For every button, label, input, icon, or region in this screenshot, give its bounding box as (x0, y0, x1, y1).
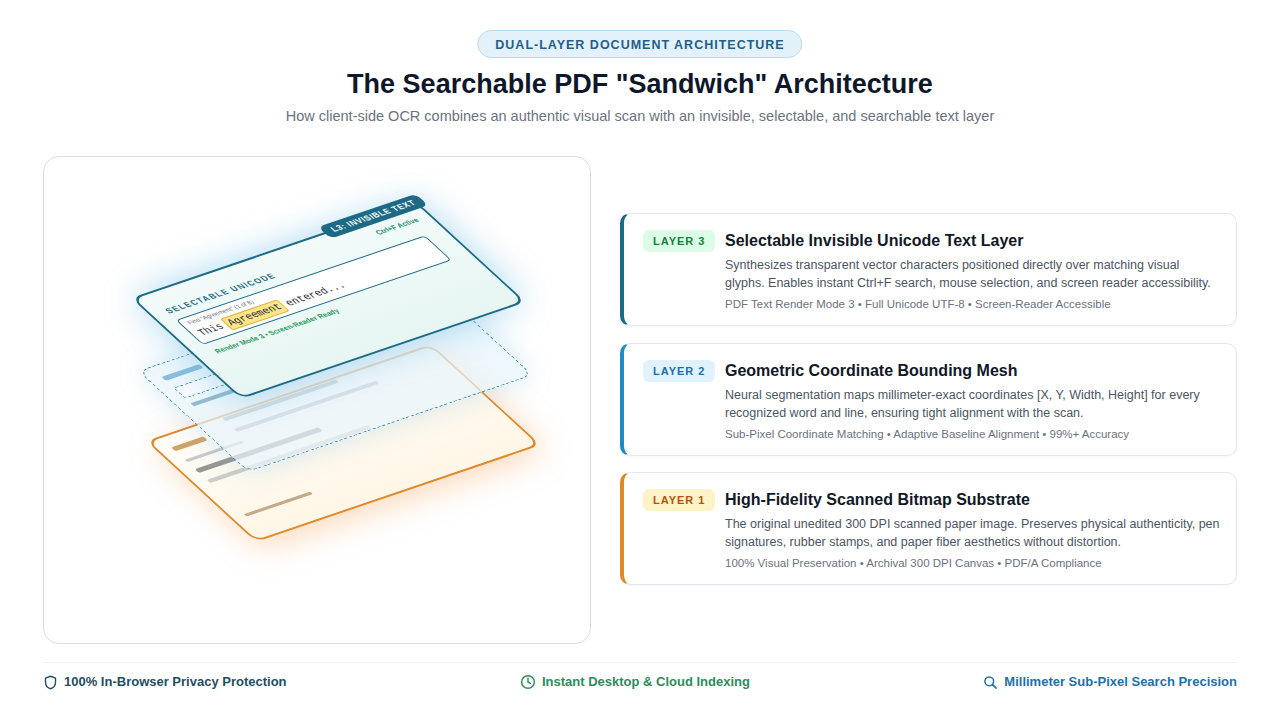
footer-divider (43, 662, 1237, 663)
layer-badge: LAYER 1 (643, 489, 715, 511)
layer-badge-text: LAYER 1 (653, 489, 705, 511)
layer-badge-text: LAYER 2 (653, 360, 705, 382)
card-meta: Sub-Pixel Coordinate Matching • Adaptive… (725, 426, 1222, 442)
card-body: The original unedited 300 DPI scanned pa… (725, 515, 1222, 551)
clock-icon (520, 674, 536, 690)
card-meta: PDF Text Render Mode 3 • Full Unicode UT… (725, 296, 1222, 312)
footer-row: 100% In-Browser Privacy Protection Insta… (43, 673, 1237, 691)
scan-word: entered... (282, 280, 350, 309)
footer-text: 100% In-Browser Privacy Protection (64, 673, 287, 691)
card-body: Neural segmentation maps millimeter-exac… (725, 386, 1222, 422)
subtitle-slot: How client-side OCR combines an authenti… (0, 106, 1280, 126)
footer-text: Millimeter Sub-Pixel Search Precision (1004, 673, 1237, 691)
search-icon (983, 675, 998, 690)
card-heading: High-Fidelity Scanned Bitmap Substrate (725, 490, 1222, 510)
card-heading: Selectable Invisible Unicode Text Layer (725, 231, 1222, 251)
card-meta: 100% Visual Preservation • Archival 300 … (725, 555, 1222, 571)
layer-badge-text: LAYER 3 (653, 230, 705, 252)
main-title: The Searchable PDF "Sandwich" Architectu… (0, 67, 1280, 101)
subtitle-text: How client-side OCR combines an authenti… (0, 106, 1280, 126)
layer-card: Geometric Coordinate Bounding MeshNeural… (620, 343, 1237, 456)
layer-badge: LAYER 2 (643, 360, 715, 382)
badge-text: DUAL-LAYER DOCUMENT ARCHITECTURE (495, 31, 784, 59)
footer-item: Millimeter Sub-Pixel Search Precision (983, 673, 1237, 691)
card-body: Synthesizes transparent vector character… (725, 256, 1222, 292)
layer-card: Selectable Invisible Unicode Text LayerS… (620, 213, 1237, 326)
layer-card: High-Fidelity Scanned Bitmap SubstrateTh… (620, 472, 1237, 585)
scan-mark (171, 436, 208, 451)
footer-item: Instant Desktop & Cloud Indexing (520, 673, 750, 691)
footer-item: 100% In-Browser Privacy Protection (43, 673, 287, 691)
signature-line (244, 492, 313, 517)
card-heading: Geometric Coordinate Bounding Mesh (725, 361, 1222, 381)
shield-icon (43, 675, 58, 690)
footer-text: Instant Desktop & Cloud Indexing (542, 673, 750, 691)
header-badge: DUAL-LAYER DOCUMENT ARCHITECTURE (477, 30, 802, 58)
layer-tag-text: L3: INVISIBLE TEXT (328, 199, 418, 234)
illustration-panel: SELECTABLE UNICODERender Mode 3 • Screen… (43, 156, 591, 644)
scan-word: This (194, 321, 228, 339)
layer-tag: L3: INVISIBLE TEXT (318, 194, 428, 239)
layer-badge: LAYER 3 (643, 230, 715, 252)
